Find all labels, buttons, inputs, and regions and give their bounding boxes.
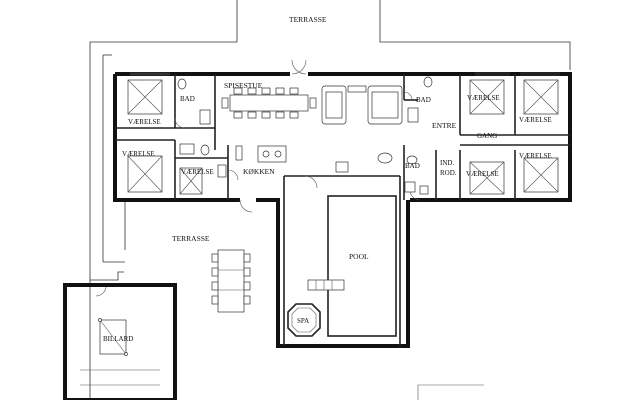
interior-walls [115,74,570,200]
kitchen-island [235,145,287,163]
terrace-top-label: TERRASSE [289,15,327,24]
house-walls [113,72,572,348]
dining-table [221,87,317,119]
sofa-group [321,85,403,173]
spa-tub [287,303,321,337]
window-marks [130,72,560,76]
vaerelse-top-right-b-label: VÆRELSE [519,116,552,124]
bed-icon [469,161,505,195]
entre-label: ENTRE [432,121,457,130]
billard-house [63,283,177,400]
vaerelse-mid-left-label: VÆRELSE [122,150,155,158]
rod-label: ROD. [440,169,457,177]
site-corner-mark [417,384,484,400]
door-swings [95,59,421,297]
bed-icon [469,79,505,115]
vaerelse-top-left-label: VÆRELSE [128,118,161,126]
ind-label: IND. [440,159,454,167]
terrace-dining [211,249,251,313]
bad-left-label: BAD [180,95,195,103]
bed-icon [127,155,163,193]
bad-right-label: BAD [416,96,431,104]
vaerelse-lower-right-a-label: VÆRELSE [466,170,499,178]
bathroom-fixtures [177,76,433,195]
bed-icon [179,167,203,195]
billard-label: BILLARD [103,335,133,343]
room-labels: TERRASSE BAD SPISESTUE VÆRELSE VÆRELSE V… [103,15,552,343]
pool-label: POOL [349,252,369,261]
bad-lower-right-label: BAD [405,162,420,170]
bed-icon [523,157,559,193]
bed-icons [127,79,559,195]
pool [307,195,397,337]
bed-icon [523,79,559,115]
spisestue-label: SPISESTUE [224,81,263,90]
vaerelse-center-left-label: VÆRELSE [181,168,214,176]
spa-label: SPA [297,317,309,325]
gang-label: GANG [477,132,497,140]
terrace-left-label: TERRASSE [172,234,210,243]
vaerelse-top-right-a-label: VÆRELSE [467,94,500,102]
vaerelse-mid-right-label: VÆRELSE [519,152,552,160]
kokken-label: KØKKEN [243,167,275,176]
bed-icon [127,79,163,115]
